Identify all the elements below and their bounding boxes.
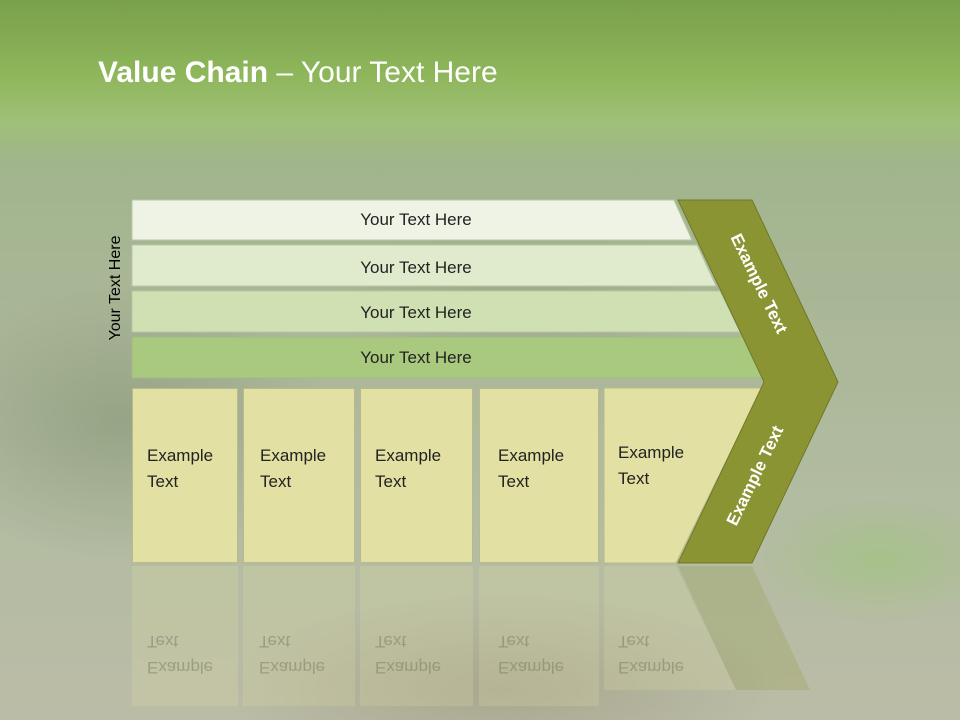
reflection xyxy=(132,566,810,706)
bar-2-label: Your Text Here xyxy=(360,258,472,277)
box-5: Example Text xyxy=(618,440,684,492)
box-4: Example Text xyxy=(479,388,599,563)
bar-3-label: Your Text Here xyxy=(360,303,472,322)
chevron-shape xyxy=(677,199,839,564)
box-1-line2: Text xyxy=(147,472,179,491)
box-2-line1: Example xyxy=(260,446,327,465)
box-3-line1: Example xyxy=(375,446,442,465)
title-rest: – Your Text Here xyxy=(268,56,498,89)
box-4-line2: Text xyxy=(498,472,530,491)
box-2: Example Text xyxy=(243,388,355,563)
box-4-line1: Example xyxy=(498,446,565,465)
slide-title: Value Chain – Your Text Here xyxy=(98,56,498,90)
box-1-line1: Example xyxy=(147,446,214,465)
box-3: Example Text xyxy=(360,388,473,563)
bar-4-label: Your Text Here xyxy=(360,348,472,367)
box-5-shape xyxy=(603,387,763,564)
box-3-line2: Text xyxy=(375,472,407,491)
box-5-line1: Example xyxy=(618,443,685,462)
bar-1 xyxy=(131,199,693,241)
box-2-line2: Text xyxy=(260,472,292,491)
box-1: Example Text xyxy=(132,388,238,563)
bar-2 xyxy=(131,244,717,287)
bar-1-label: Your Text Here xyxy=(360,210,472,229)
title-bold: Value Chain xyxy=(98,56,269,89)
header-band xyxy=(0,0,960,165)
box-5-line2: Text xyxy=(618,469,650,488)
